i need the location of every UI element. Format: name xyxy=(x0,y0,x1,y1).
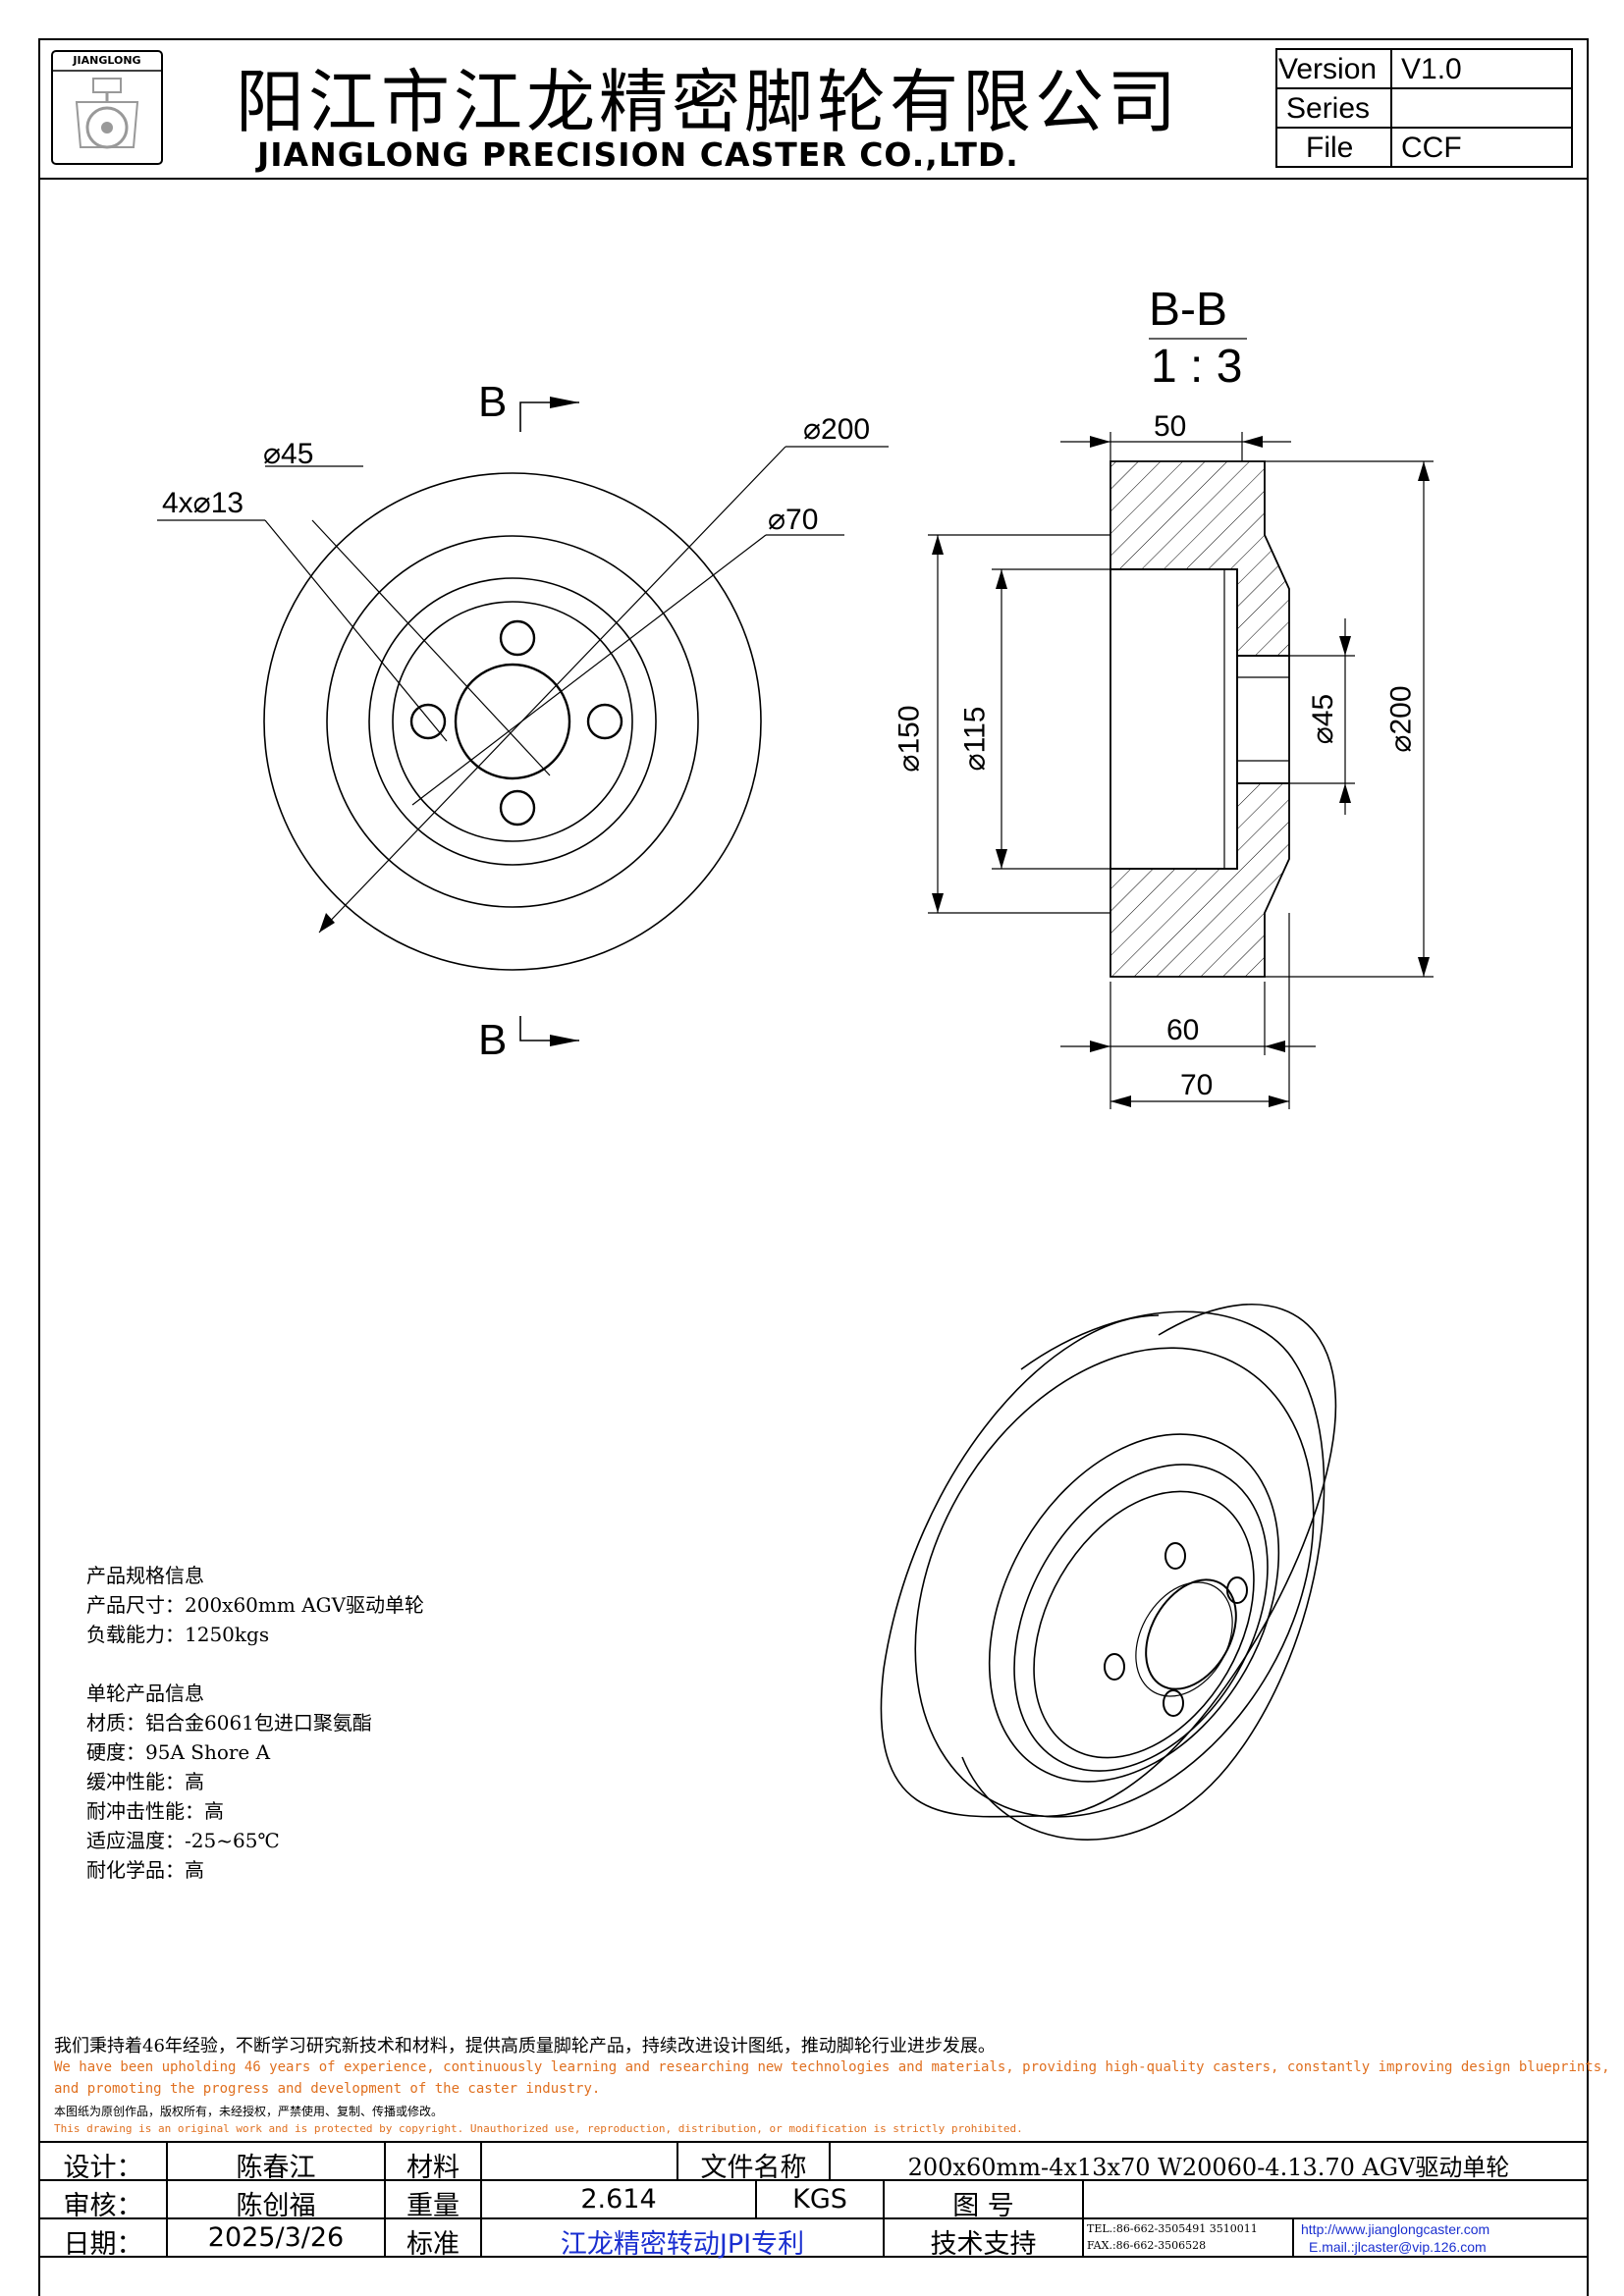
date-value: 2025/3/26 xyxy=(207,2222,345,2253)
section-mark-bottom: B xyxy=(478,1016,508,1064)
front-view xyxy=(157,401,889,1041)
file-label: File xyxy=(1306,132,1354,164)
copyright-cn: 本图纸为原创作品，版权所有，未经授权，严禁使用、复制、传播或修改。 xyxy=(54,2105,444,2118)
leader-70 xyxy=(411,534,767,806)
version-label: Version xyxy=(1278,53,1378,85)
spec-impact: 耐冲击性能：高 xyxy=(86,1799,224,1823)
arrow-top xyxy=(550,397,579,408)
leader-4x13 xyxy=(264,519,448,742)
date-label: 日期： xyxy=(63,2229,143,2260)
review-value: 陈创福 xyxy=(236,2191,316,2221)
company-logo xyxy=(51,50,163,165)
material-label: 材料 xyxy=(406,2153,460,2183)
spec-size: 产品尺寸：200x60mm AGV驱动单轮 xyxy=(86,1593,425,1617)
isometric-view xyxy=(880,1303,1337,1841)
company-name-cn: 阳江市江龙精密脚轮有限公司 xyxy=(236,62,1180,142)
weight-unit: KGS xyxy=(792,2184,847,2215)
flange-circle xyxy=(392,601,633,842)
drawing-no-label: 图 号 xyxy=(952,2191,1014,2221)
spec-heading-1: 产品规格信息 xyxy=(86,1564,204,1587)
weight-label: 重量 xyxy=(406,2191,460,2221)
series-label: Series xyxy=(1286,92,1371,125)
section-scale: 1 : 3 xyxy=(1151,341,1243,393)
logo-text: JIANGLONG xyxy=(73,54,141,67)
spec-chemical: 耐化学品：高 xyxy=(86,1858,204,1882)
iso-hole-1 xyxy=(1164,1542,1186,1570)
bolt-hole-right xyxy=(586,703,623,740)
bolt-hole-left xyxy=(409,703,447,740)
bolt-hole-top xyxy=(499,619,536,657)
spec-load: 负载能力：1250kgs xyxy=(86,1623,270,1646)
tel: TEL.:86-662-3505491 3510011 xyxy=(1087,2222,1258,2235)
flange-face xyxy=(1033,1490,1255,1759)
file-value: CCF xyxy=(1401,132,1462,164)
dim-d200: ⌀200 xyxy=(1384,685,1418,753)
sheet-border xyxy=(38,38,1589,2296)
iso-hole-4 xyxy=(1163,1689,1184,1717)
notice-en-2: and promoting the progress and developme… xyxy=(54,2081,601,2097)
dim-outer-200: ⌀200 xyxy=(803,413,871,446)
notice-cn: 我们秉持着46年经验，不断学习研究新技术和材料，提供高质量脚轮产品，持续改进设计… xyxy=(54,2036,996,2056)
spec-material: 材质：铝合金6061包进口聚氨酯 xyxy=(86,1711,372,1735)
dim-width-70: 70 xyxy=(1180,1069,1214,1101)
email-link[interactable]: E.mail.:jlcaster@vip.126.com xyxy=(1309,2239,1487,2255)
copyright-en: This drawing is an original work and is … xyxy=(54,2122,1023,2135)
rim-face xyxy=(1013,1464,1269,1772)
design-value: 陈春江 xyxy=(236,2153,316,2183)
hub-bore xyxy=(1145,1578,1237,1690)
tread-inner-circle xyxy=(326,535,699,908)
spec-heading-2: 单轮产品信息 xyxy=(86,1682,204,1705)
name-label: 文件名称 xyxy=(700,2153,807,2183)
dim-pcd-70: ⌀70 xyxy=(768,504,819,536)
dim-hub-45: ⌀45 xyxy=(263,438,314,470)
spec-cushion: 缓冲性能：高 xyxy=(86,1770,204,1793)
spec-temperature: 适应温度：-25~65℃ xyxy=(86,1829,280,1852)
standard-label: 标准 xyxy=(406,2229,460,2260)
wheel-outer-circle xyxy=(263,472,762,971)
fax: FAX.:86-662-3506528 xyxy=(1087,2239,1207,2252)
section-mark-top: B xyxy=(478,378,508,426)
spec-hardness: 硬度：95A Shore A xyxy=(86,1740,271,1764)
design-label: 设计： xyxy=(63,2153,143,2183)
dim-d115: ⌀115 xyxy=(958,706,992,772)
bolt-hole-bottom xyxy=(499,789,536,827)
title-block-grid xyxy=(39,2141,1588,2258)
section-view xyxy=(928,338,1434,1109)
rim-circle xyxy=(368,577,657,866)
leader-200 xyxy=(318,446,786,934)
iso-hole-3 xyxy=(1104,1653,1125,1681)
version-box xyxy=(1275,48,1573,168)
arrow-200 xyxy=(319,913,335,933)
website-link[interactable]: http://www.jianglongcaster.com xyxy=(1301,2221,1490,2237)
dim-top-50: 50 xyxy=(1154,410,1187,443)
dim-d45: ⌀45 xyxy=(1307,693,1340,745)
dim-hole-pattern: 4x⌀13 xyxy=(162,487,244,519)
version-value: V1.0 xyxy=(1401,53,1462,85)
wheel-face-inner xyxy=(988,1433,1280,1783)
dim-width-60: 60 xyxy=(1166,1014,1200,1046)
section-title: B-B xyxy=(1149,284,1228,336)
weight-value: 2.614 xyxy=(580,2184,657,2215)
review-label: 审核： xyxy=(63,2191,143,2221)
iso-hole-2 xyxy=(1226,1576,1248,1604)
dim-d150: ⌀150 xyxy=(893,705,926,773)
name-value: 200x60mm-4x13x70 W20060-4.13.70 AGV驱动单轮 xyxy=(907,2154,1510,2181)
arrow-bottom xyxy=(550,1035,579,1046)
hub-bore-circle xyxy=(454,663,571,780)
spec-block: 产品规格信息 产品尺寸：200x60mm AGV驱动单轮 负载能力：1250kg… xyxy=(86,1561,424,1885)
support-label: 技术支持 xyxy=(930,2229,1037,2260)
standard-value: 江龙精密转动JPI专利 xyxy=(560,2229,805,2260)
notice-en-1: We have been upholding 46 years of exper… xyxy=(54,2059,1610,2075)
company-name-en: JIANGLONG PRECISION CASTER CO.,LTD. xyxy=(257,135,1019,174)
